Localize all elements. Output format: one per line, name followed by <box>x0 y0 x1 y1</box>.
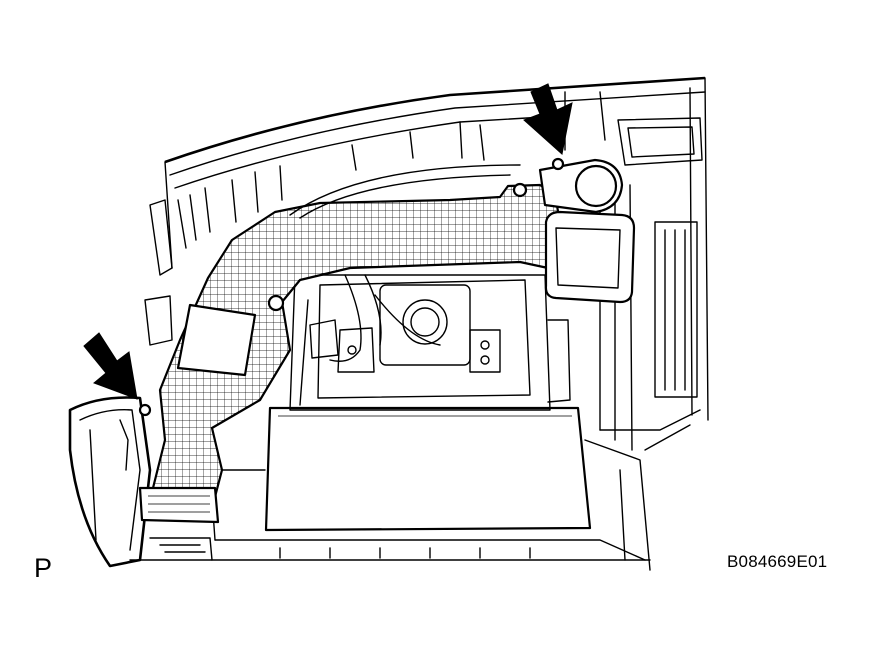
round-defroster-outlet <box>538 158 624 214</box>
side-vent-outlet <box>544 210 636 304</box>
dashboard-outline <box>164 76 709 421</box>
glove-box-panel <box>264 406 592 532</box>
left-end-panel <box>68 199 173 568</box>
lower-duct-outlet <box>138 486 220 524</box>
figure-code: B084669E01 <box>727 552 828 571</box>
callout-arrow-top-right <box>523 83 573 155</box>
duct-screws <box>138 157 565 417</box>
airbag-module-assembly <box>289 274 571 411</box>
callout-arrow-lower-left <box>83 332 138 400</box>
view-label: P <box>34 553 53 583</box>
